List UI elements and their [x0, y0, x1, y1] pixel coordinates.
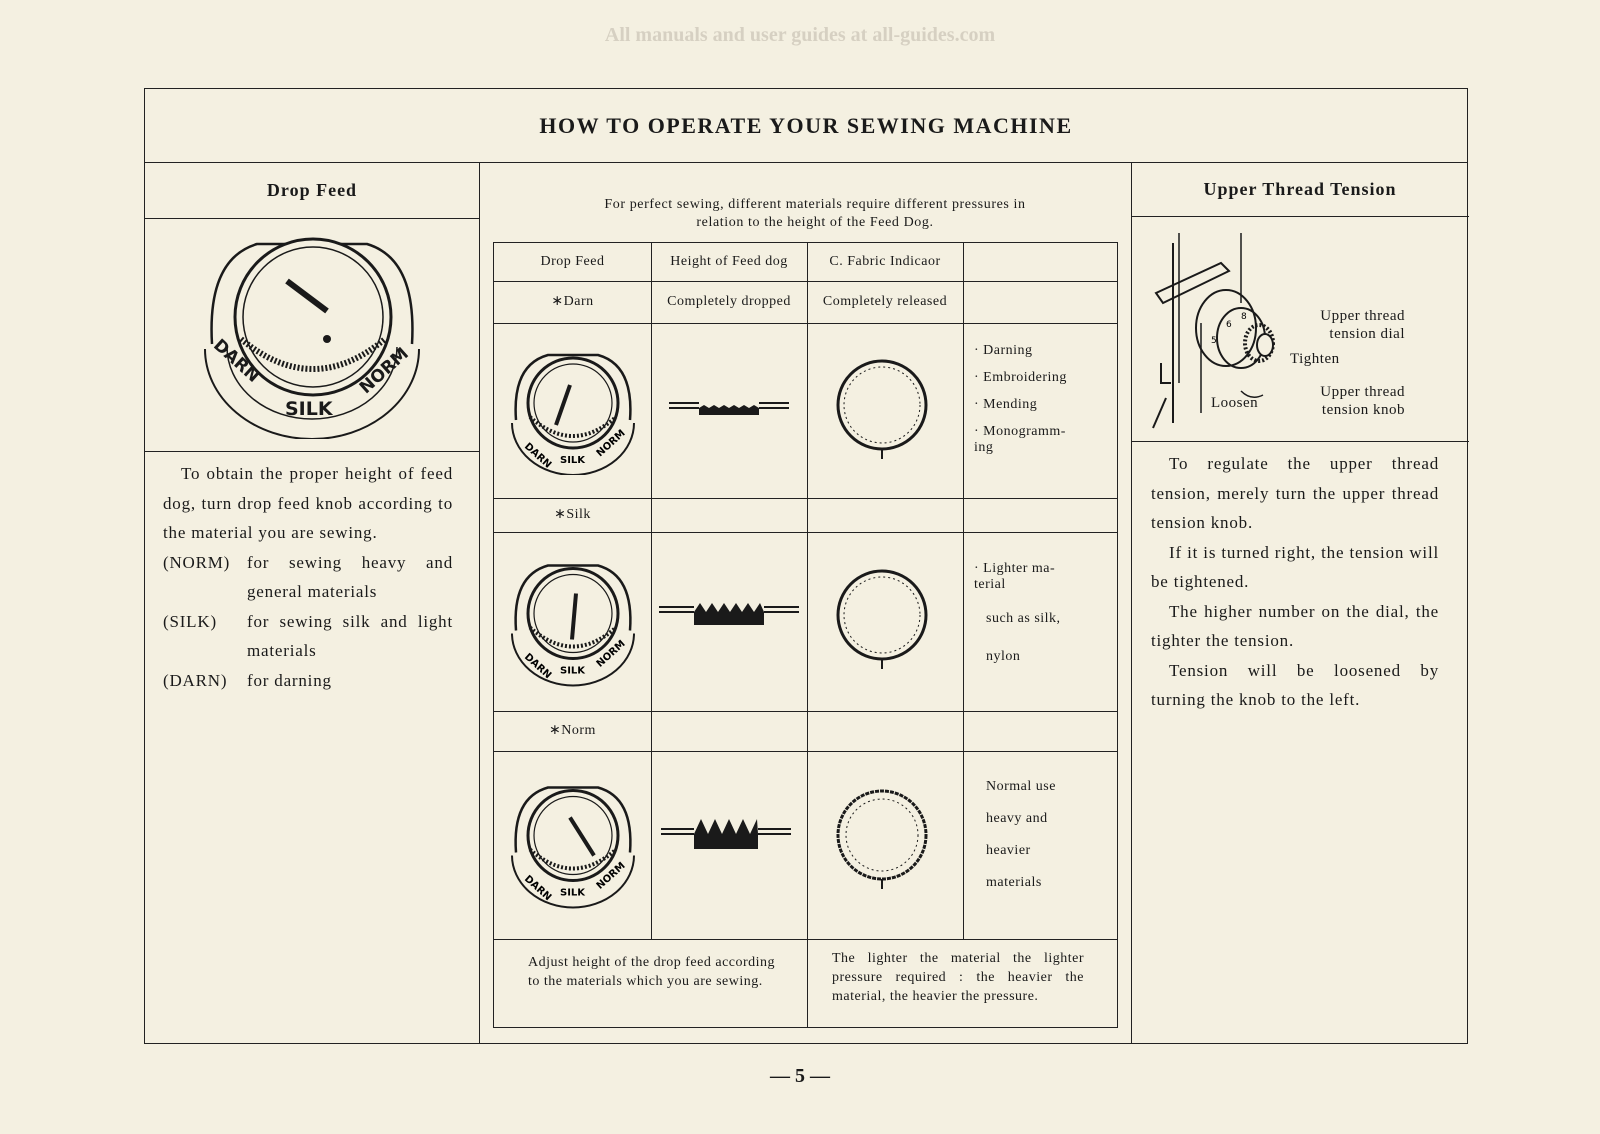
definition-key: (NORM) [163, 552, 231, 572]
table-row-rule [494, 281, 1117, 282]
table-header [963, 243, 1119, 281]
tension-knob-illustration: 5 6 8 [1152, 233, 1275, 429]
use-item: Normal use [986, 779, 1056, 794]
svg-text:SILK: SILK [560, 666, 586, 677]
definition-value: for sewing heavy and general materials [247, 552, 453, 602]
column-divider-right [1131, 162, 1132, 1043]
upper-thread-tension-heading: Upper Thread Tension [1203, 178, 1397, 199]
callout-loosen: Loosen [1211, 395, 1259, 411]
table-header: Height of Feed dog [670, 254, 788, 269]
instruction-page: HOW TO OPERATE YOUR SEWING MACHINE Drop … [144, 88, 1469, 1044]
tension-paragraph: To regulate the upper thread tension, me… [1151, 454, 1439, 532]
column-divider-left [479, 162, 480, 1043]
callout-tighten: Tighten [1290, 351, 1340, 367]
table-col-rule [963, 243, 964, 939]
use-item: heavy and [986, 811, 1048, 826]
svg-text:5: 5 [1211, 336, 1217, 346]
callout-tension-dial: Upper thread tension dial [1320, 308, 1405, 342]
table-row-rule [494, 498, 1117, 499]
left-heading-rule [145, 218, 479, 219]
watermark: All manuals and user guides at all-guide… [604, 24, 996, 46]
use-item: heavier [986, 843, 1031, 858]
setting-norm: ∗Norm [549, 723, 596, 738]
table-col-rule [807, 243, 808, 1027]
definition-darn: (DARN) for darning [163, 666, 453, 696]
feed-dog-medium-icon [659, 603, 799, 625]
table-row-rule [494, 711, 1117, 712]
uses-silk: · Lighter ma- terial such as silk, nylon [974, 561, 1114, 676]
use-item: nylon [986, 649, 1021, 664]
height-darn: Completely dropped [667, 294, 791, 309]
feed-dog-raised-icon [661, 819, 791, 849]
drop-feed-table: Drop Feed Height of Feed dog C. Fabric I… [493, 242, 1118, 1028]
setting-darn: ∗Darn [551, 294, 594, 309]
uses-norm: Normal use heavy and heavier materials [986, 779, 1116, 902]
use-item: materials [986, 875, 1042, 890]
use-item: such as silk, [986, 611, 1061, 626]
svg-text:SILK: SILK [560, 455, 586, 466]
definition-key: (SILK) [163, 611, 217, 631]
table-header: C. Fabric Indicaor [829, 254, 941, 269]
table-col-rule [651, 243, 652, 939]
definition-value: for sewing silk and light materials [247, 611, 453, 661]
indicator-darn: Completely released [822, 294, 948, 309]
right-heading-rule [1131, 216, 1469, 217]
tension-paragraph: The higher number on the dial, the tight… [1151, 601, 1439, 651]
use-item: · Lighter ma- terial [974, 561, 1056, 592]
dial-label-silk: SILK [285, 398, 333, 420]
fabric-indicator-released-icon [836, 359, 928, 459]
page-number: — 5 — [770, 1065, 830, 1087]
drop-feed-heading: Drop Feed [266, 179, 358, 200]
setting-silk: ∗Silk [554, 507, 591, 522]
table-row-rule [494, 939, 1117, 940]
svg-text:8: 8 [1241, 312, 1247, 322]
left-illustration-rule [145, 451, 479, 452]
tension-paragraph: Tension will be loosened by turning the … [1151, 660, 1439, 710]
footer-adjust-note: Adjust height of the drop feed according… [528, 955, 776, 989]
page-title: HOW TO OPERATE YOUR SEWING MACHINE [145, 89, 1467, 163]
use-item: · Darning [974, 343, 1033, 358]
callout-tension-knob: Upper thread tension knob [1320, 384, 1405, 418]
table-header: Drop Feed [540, 254, 605, 269]
svg-text:SILK: SILK [560, 888, 586, 899]
definition-norm: (NORM) for sewing heavy and general mate… [163, 548, 453, 607]
knob-norm-icon: DARN SILK NORM [511, 786, 635, 909]
definition-key: (DARN) [163, 670, 228, 690]
use-item: · Mending [974, 397, 1038, 412]
table-row-rule [494, 751, 1117, 752]
feed-dog-dropped-icon [669, 402, 789, 415]
drop-feed-description: To obtain the proper height of feed dog,… [163, 459, 453, 695]
table-row-rule [494, 532, 1117, 533]
drop-feed-intro: To obtain the proper height of feed dog,… [163, 464, 453, 542]
knob-darn-icon: DARN SILK NORM [511, 353, 635, 475]
tension-description: To regulate the upper thread tension, me… [1151, 449, 1439, 715]
fabric-indicator-medium-icon [836, 569, 928, 669]
fabric-indicator-full-icon [836, 789, 928, 889]
drop-feed-knob-illustration [204, 237, 420, 439]
footer-pressure-note: The lighter the material the lighter pre… [832, 951, 1084, 1004]
use-item: · Monogramm- ing [974, 424, 1066, 455]
uses-darn: · Darning · Embroidering · Mending · Mon… [974, 343, 1114, 467]
use-item: · Embroidering [974, 370, 1067, 385]
pressure-intro: For perfect sewing, different materials … [604, 197, 1026, 230]
knob-silk-icon: DARN SILK NORM [511, 564, 635, 687]
tension-paragraph: If it is turned right, the tension will … [1151, 542, 1439, 592]
right-illustration-rule [1131, 441, 1469, 442]
svg-text:6: 6 [1226, 320, 1232, 330]
definition-silk: (SILK) for sewing silk and light materia… [163, 607, 453, 666]
definition-value: for darning [247, 670, 332, 690]
table-row-rule [494, 323, 1117, 324]
